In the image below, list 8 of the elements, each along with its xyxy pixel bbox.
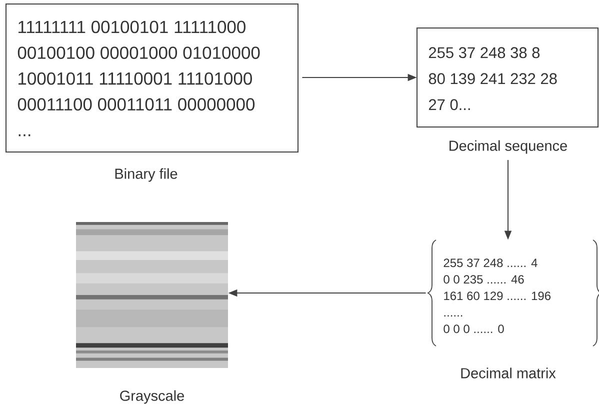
node-label: Decimal matrix <box>461 368 556 378</box>
node-label: Binary file <box>115 168 178 182</box>
text-box: 255 37 248 38 8 80 139 241 232 28 27 0... <box>416 28 598 128</box>
text-box: 11111111 00100101 11111000 00100100 00001000 01010000 10001011 11110001 11101000 00011100 00011011 00000000 ... <box>6 4 298 152</box>
picture <box>76 222 228 368</box>
matrix: 255 37 248 ...... 4 0 0 235 ...... 46 161 60 129 ...... 196 ...... 0 0 0 ...... 0 <box>428 240 599 346</box>
node-label: Decimal sequence <box>450 140 567 154</box>
node-label: Grayscale <box>120 390 184 404</box>
